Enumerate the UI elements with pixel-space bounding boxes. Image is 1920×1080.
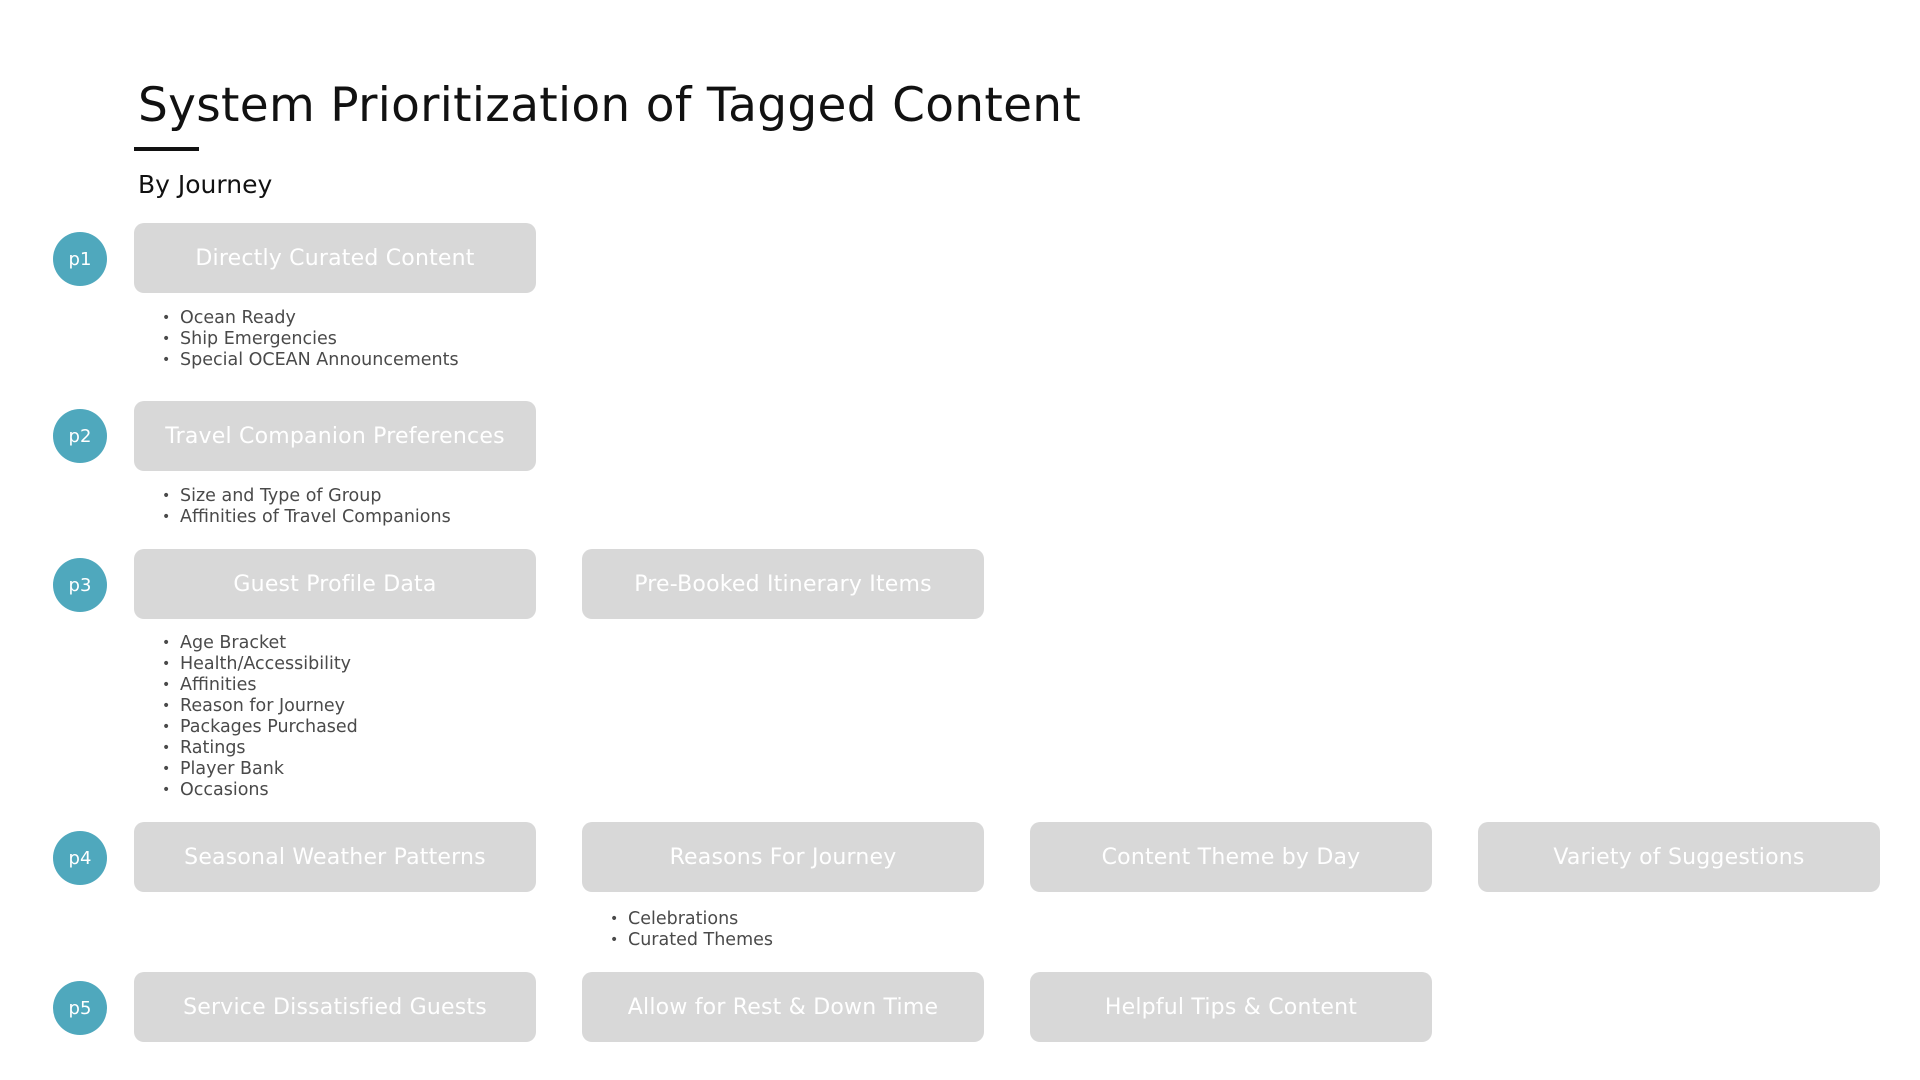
page-subtitle: By Journey: [138, 170, 273, 199]
priority-badge-p5: p5: [53, 981, 107, 1035]
card-service-dissatisfied-guests: Service Dissatisfied Guests: [134, 972, 536, 1042]
list-item: Ocean Ready: [162, 308, 459, 329]
title-underline: [134, 147, 199, 151]
card-variety-of-suggestions: Variety of Suggestions: [1478, 822, 1880, 892]
list-item: Affinities: [162, 675, 358, 696]
list-item: Ratings: [162, 738, 358, 759]
list-item: Reason for Journey: [162, 696, 358, 717]
card-allow-for-rest-down-time: Allow for Rest & Down Time: [582, 972, 984, 1042]
bullet-list-reasons-for-journey: Celebrations Curated Themes: [610, 909, 773, 951]
card-guest-profile-data: Guest Profile Data: [134, 549, 536, 619]
card-seasonal-weather-patterns: Seasonal Weather Patterns: [134, 822, 536, 892]
bullet-list-travel-companion-preferences: Size and Type of Group Affinities of Tra…: [162, 486, 451, 528]
card-pre-booked-itinerary-items: Pre-Booked Itinerary Items: [582, 549, 984, 619]
bullet-list-directly-curated-content: Ocean Ready Ship Emergencies Special OCE…: [162, 308, 459, 371]
list-item: Health/Accessibility: [162, 654, 358, 675]
priority-badge-p3: p3: [53, 558, 107, 612]
bullet-list-guest-profile-data: Age Bracket Health/Accessibility Affinit…: [162, 633, 358, 801]
list-item: Curated Themes: [610, 930, 773, 951]
priority-badge-p2: p2: [53, 409, 107, 463]
list-item: Player Bank: [162, 759, 358, 780]
list-item: Celebrations: [610, 909, 773, 930]
card-helpful-tips-content: Helpful Tips & Content: [1030, 972, 1432, 1042]
page-title: System Prioritization of Tagged Content: [138, 78, 1082, 133]
card-reasons-for-journey: Reasons For Journey: [582, 822, 984, 892]
list-item: Special OCEAN Announcements: [162, 350, 459, 371]
list-item: Age Bracket: [162, 633, 358, 654]
list-item: Size and Type of Group: [162, 486, 451, 507]
card-content-theme-by-day: Content Theme by Day: [1030, 822, 1432, 892]
list-item: Occasions: [162, 780, 358, 801]
list-item: Packages Purchased: [162, 717, 358, 738]
card-directly-curated-content: Directly Curated Content: [134, 223, 536, 293]
priority-badge-p1: p1: [53, 232, 107, 286]
card-travel-companion-preferences: Travel Companion Preferences: [134, 401, 536, 471]
priority-badge-p4: p4: [53, 831, 107, 885]
list-item: Ship Emergencies: [162, 329, 459, 350]
list-item: Affinities of Travel Companions: [162, 507, 451, 528]
